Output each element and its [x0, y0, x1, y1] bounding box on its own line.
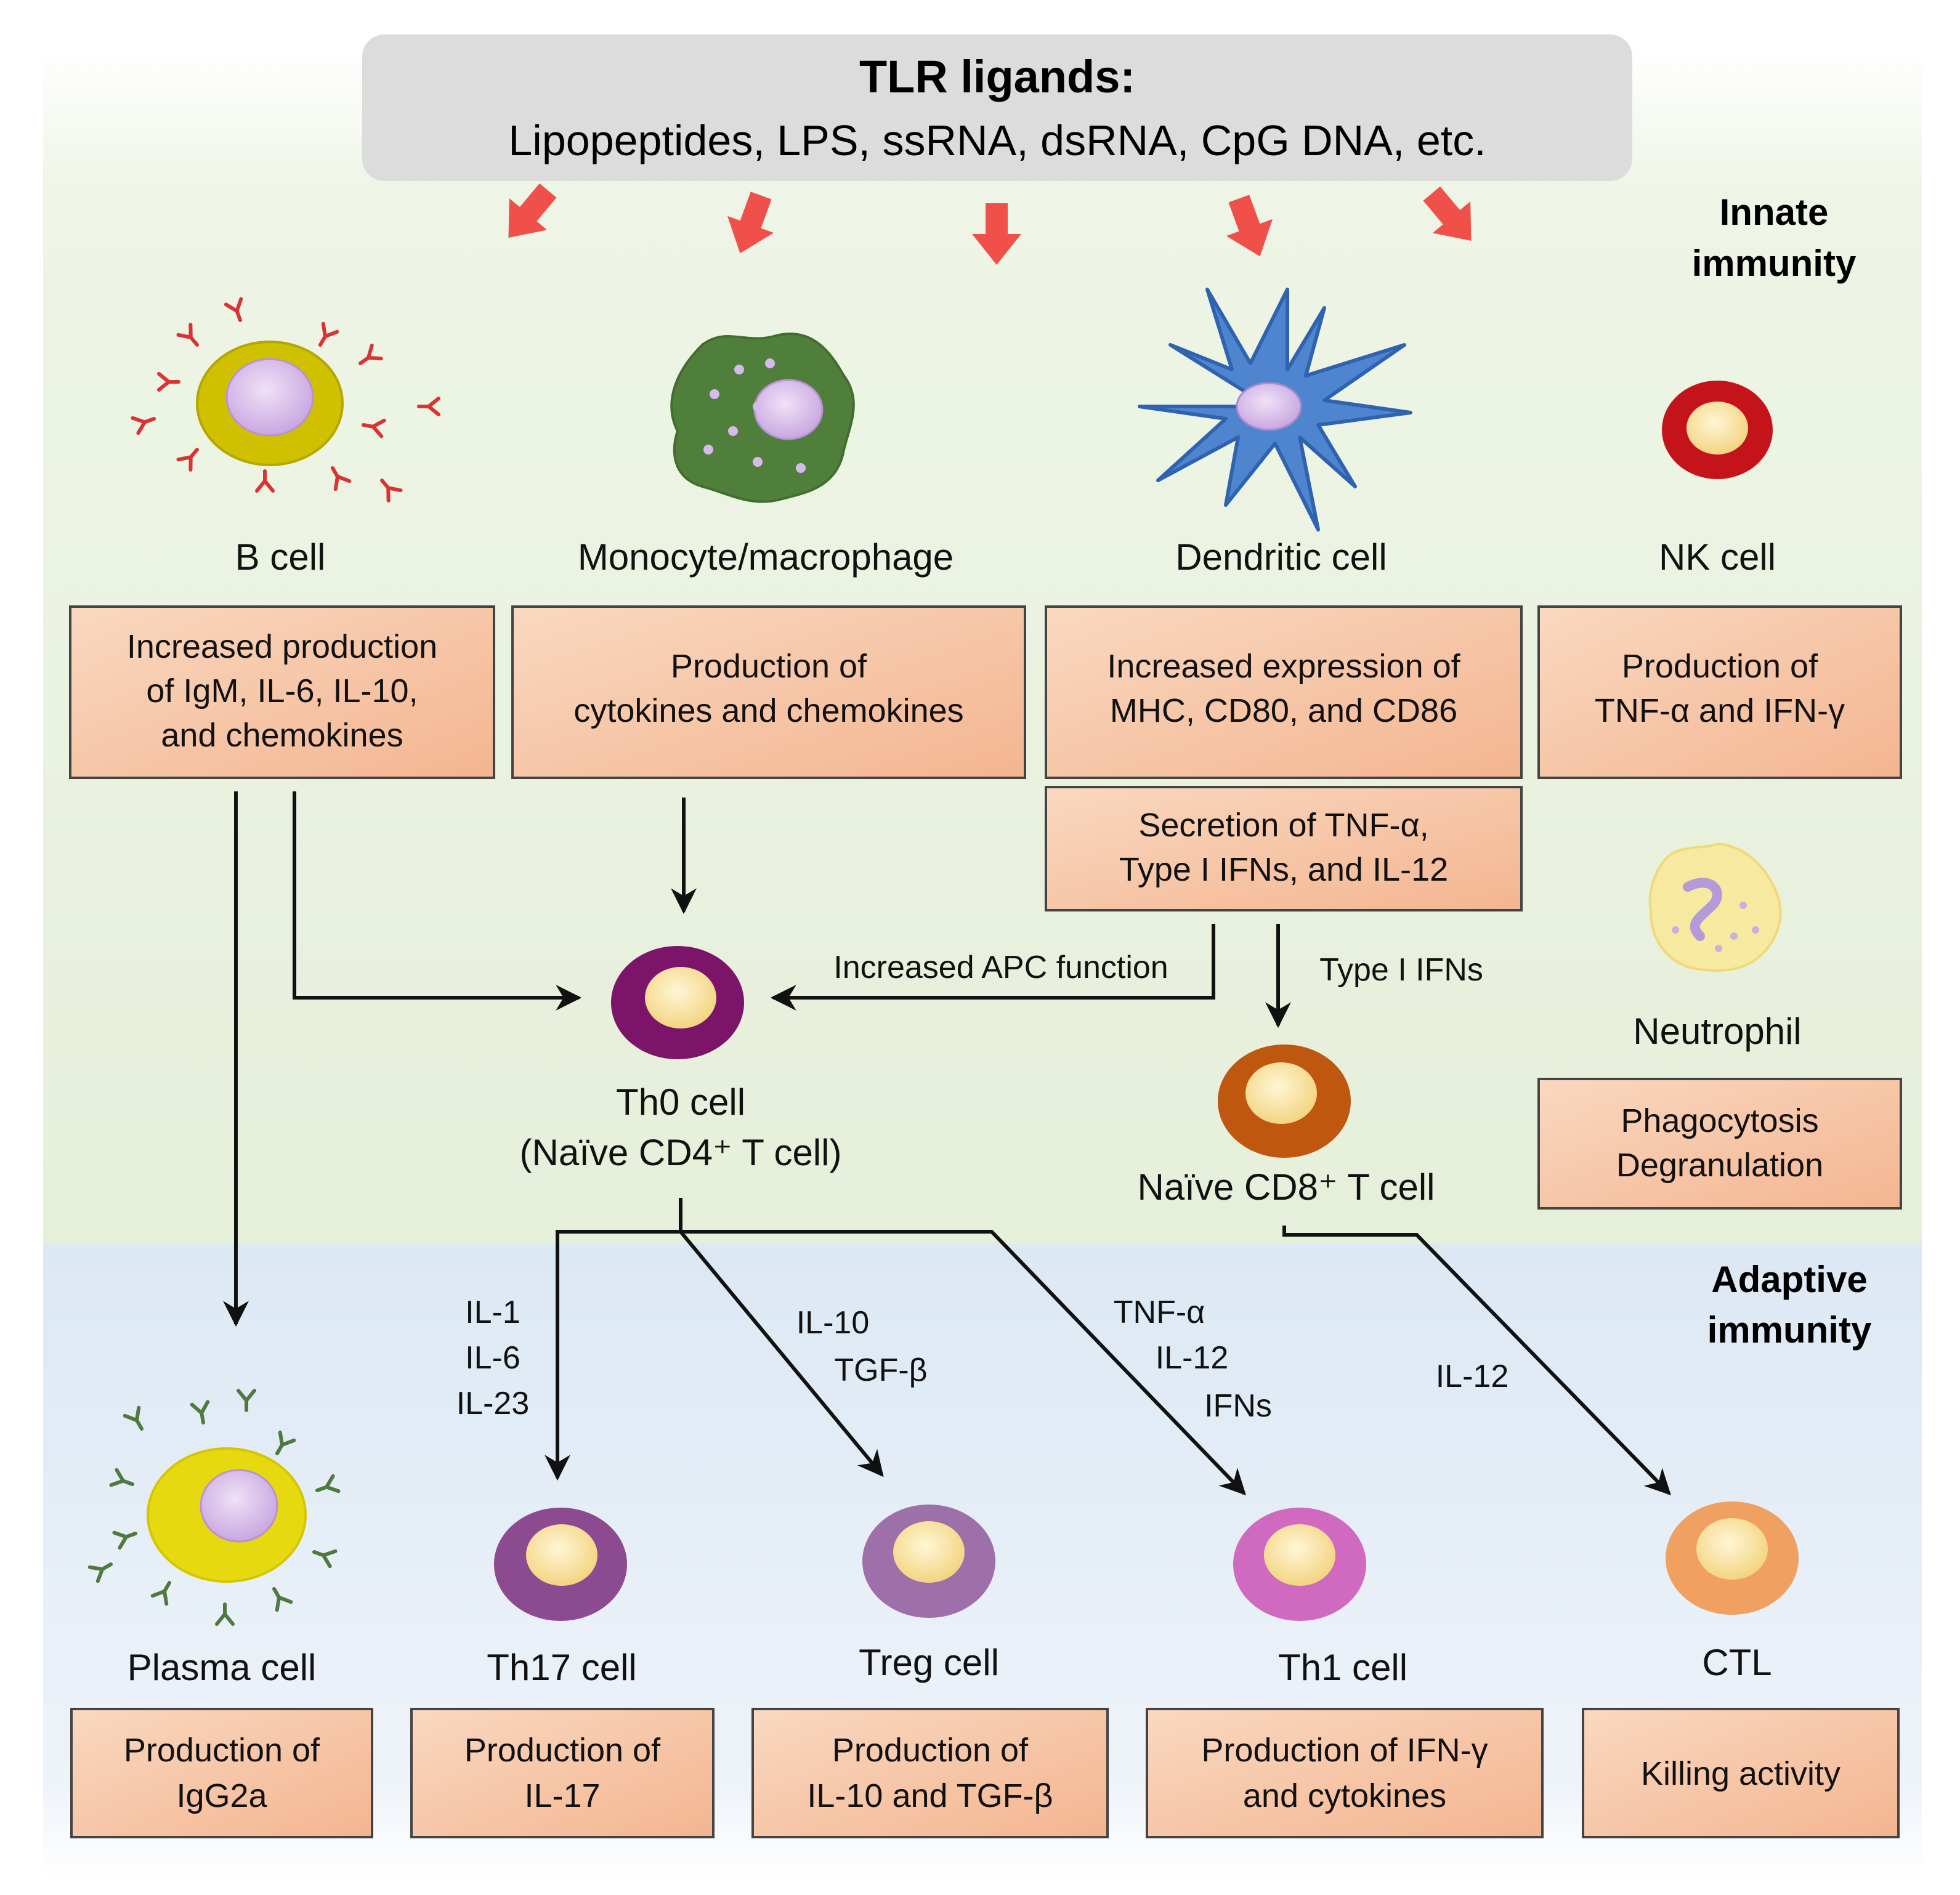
- dendritic-cell-label: Dendritic cell: [1175, 536, 1387, 578]
- th1-box: [1146, 1708, 1544, 1838]
- monocyte-box: [511, 605, 1026, 779]
- ctl-signal-1: IL-12: [1436, 1359, 1509, 1394]
- plasma-box: [70, 1708, 373, 1838]
- apc-function-label: Increased APC function: [833, 950, 1168, 985]
- neutrophil-box-line-2: Degranulation: [1616, 1147, 1823, 1184]
- treg-signal-1: IL-10: [796, 1305, 870, 1341]
- nk-cell-box: [1537, 605, 1902, 779]
- ligand-arrows: [508, 183, 1472, 265]
- cd8-to-ctl-arrow: [1282, 1226, 1671, 1496]
- innate-label-2: immunity: [1692, 243, 1857, 284]
- ctl-cell-icon: [1666, 1501, 1799, 1615]
- neutrophil-box-line-1: Phagocytosis: [1621, 1102, 1818, 1139]
- neutrophil-label: Neutrophil: [1633, 1011, 1802, 1052]
- monocyte-box-line-2: cytokines and chemokines: [573, 692, 963, 729]
- b-cell-icon: [132, 299, 439, 500]
- th17-cell-label: Th17 cell: [487, 1647, 636, 1688]
- tlr-ligands-title: TLR ligands:: [859, 51, 1135, 102]
- treg-box-line-2: IL-10 and TGF-β: [807, 1777, 1053, 1814]
- dendritic-secretion-box: [1045, 786, 1523, 911]
- th0-cell-label: Th0 cell: [616, 1081, 745, 1123]
- innate-label-1: Innate: [1720, 192, 1829, 233]
- b-cell-box-line-1: Increased production: [127, 628, 437, 665]
- plasma-box-line-2: IgG2a: [176, 1777, 267, 1814]
- th17-box: [410, 1708, 715, 1838]
- cd8-t-cell-label: Naïve CD8⁺ T cell: [1138, 1166, 1435, 1208]
- th17-box-line-2: IL-17: [524, 1777, 600, 1814]
- th1-box-line-1: Production of IFN-γ: [1201, 1732, 1488, 1769]
- th1-signal-1: TNF-α: [1114, 1295, 1205, 1330]
- apc-function-arrow: [770, 924, 1215, 1011]
- adaptive-connectors: [545, 1198, 1671, 1496]
- neutrophil-icon: [1648, 842, 1782, 972]
- th17-box-line-1: Production of: [464, 1732, 661, 1769]
- ligand-arrow-4: [1226, 195, 1273, 257]
- th17-signal-3: IL-23: [456, 1386, 530, 1421]
- b-cell-box: [69, 605, 495, 779]
- treg-box-line-1: Production of: [832, 1732, 1029, 1769]
- dendritic-secretion-line-1: Secretion of TNF-α,: [1138, 807, 1428, 844]
- ctl-box-line-1: Killing activity: [1641, 1755, 1841, 1792]
- adaptive-label-1: Adaptive: [1711, 1259, 1867, 1300]
- plasma-cell-label: Plasma cell: [128, 1647, 317, 1688]
- type1-ifn-label: Type I IFNs: [1319, 952, 1483, 988]
- adaptive-label-2: immunity: [1707, 1309, 1872, 1351]
- monocyte-label: Monocyte/macrophage: [578, 536, 954, 578]
- bcell-to-th0-arrow: [293, 791, 582, 1011]
- treg-cell-label: Treg cell: [859, 1642, 999, 1683]
- monocyte-box-line-1: Production of: [671, 648, 867, 685]
- plasma-box-line-1: Production of: [124, 1732, 320, 1769]
- th17-signal-2: IL-6: [465, 1340, 520, 1376]
- ligand-arrow-2: [727, 192, 774, 254]
- nk-cell-label: NK cell: [1659, 536, 1776, 578]
- b-cell-box-line-2: of IgM, IL-6, IL-10,: [146, 673, 418, 709]
- th0-to-th17-arrow: [545, 1230, 681, 1481]
- th1-box-line-2: and cytokines: [1243, 1777, 1446, 1814]
- dendritic-cell-icon: [1138, 288, 1412, 531]
- ligand-arrow-3: [972, 203, 1021, 265]
- neutrophil-box: [1537, 1078, 1902, 1210]
- th0-cell-sublabel: (Naïve CD4⁺ T cell): [520, 1132, 842, 1173]
- dendritic-box-line-1: Increased expression of: [1107, 648, 1460, 685]
- ligand-arrow-5: [1423, 186, 1472, 241]
- nk-cell-box-line-1: Production of: [1622, 648, 1818, 685]
- nk-cell-box-line-2: TNF-α and IFN-γ: [1595, 692, 1845, 729]
- th1-signal-3: IFNs: [1204, 1388, 1272, 1424]
- th0-cell-icon: [611, 946, 744, 1059]
- ctl-box: [1582, 1708, 1900, 1838]
- th1-cell-icon: [1233, 1508, 1366, 1621]
- tlr-ligands-list: Lipopeptides, LPS, ssRNA, dsRNA, CpG DNA…: [508, 116, 1486, 164]
- b-cell-box-line-3: and chemokines: [161, 717, 403, 754]
- b-cell-label: B cell: [235, 536, 326, 578]
- treg-box: [751, 1708, 1109, 1838]
- monocyte-icon: [670, 333, 855, 503]
- dendritic-secretion-line-2: Type I IFNs, and IL-12: [1119, 851, 1448, 888]
- th17-signal-1: IL-1: [465, 1295, 520, 1330]
- th17-cell-icon: [494, 1508, 627, 1621]
- th1-signal-2: IL-12: [1156, 1340, 1229, 1376]
- treg-cell-icon: [862, 1505, 995, 1618]
- th0-to-treg-arrow: [679, 1230, 884, 1477]
- dendritic-box-line-2: MHC, CD80, and CD86: [1110, 692, 1457, 729]
- ligand-arrow-1: [508, 183, 557, 238]
- th1-cell-label: Th1 cell: [1278, 1647, 1407, 1688]
- plasma-cell-icon: [90, 1391, 339, 1624]
- nk-cell-icon: [1662, 381, 1773, 479]
- treg-signal-2: TGF-β: [834, 1352, 927, 1388]
- dendritic-box: [1045, 605, 1523, 779]
- innate-connectors: [223, 791, 1291, 1327]
- cd8-t-cell-icon: [1218, 1044, 1351, 1158]
- th0-to-th1-arrow: [681, 1230, 1246, 1496]
- tlr-ligands-box: [362, 34, 1632, 181]
- ctl-cell-label: CTL: [1702, 1642, 1772, 1683]
